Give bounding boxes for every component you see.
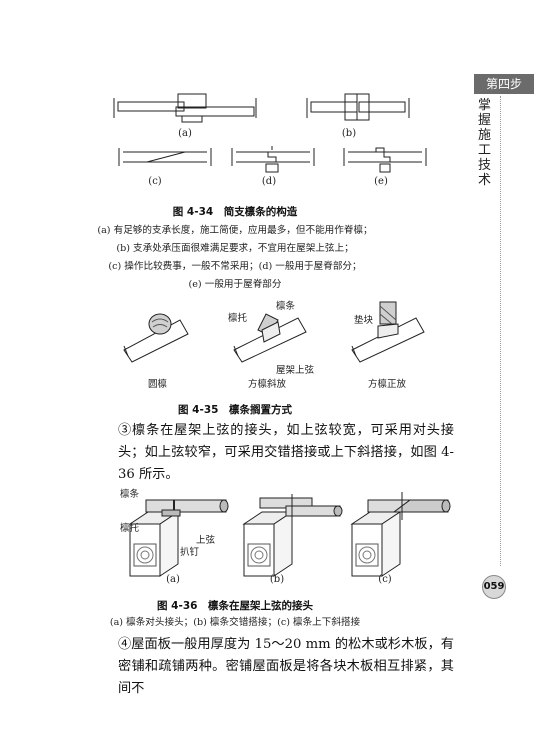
figure-4-34-e bbox=[340, 142, 430, 178]
figure-4-36-c bbox=[340, 486, 452, 582]
figure-4-36-note: (a) 檩条对头接头；(b) 檩条交错搭接；(c) 檩条上下斜搭接 bbox=[109, 617, 361, 628]
figure-4-35-anno-dian-kuai: 垫块 bbox=[354, 315, 374, 326]
figure-4-36-anno-shangxian: 上弦 bbox=[196, 535, 216, 546]
figure-4-34-d bbox=[228, 142, 318, 178]
figure-4-35-round-purlin bbox=[120, 306, 200, 366]
figure-4-36-b bbox=[232, 486, 344, 582]
paragraph-1: ③檩条在屋架上弦的接头，如上弦较宽，可采用对头接头；如上弦较窄，可采用交错搭接或… bbox=[118, 423, 454, 482]
figure-4-35-square-upright bbox=[348, 296, 438, 364]
figure-4-34-label-d: (d) bbox=[261, 176, 277, 187]
figure-4-34-note-2: (b) 支承处承压面很难满足要求，不宜用在屋架上弦上； bbox=[116, 243, 354, 254]
figure-4-34-label-b: (b) bbox=[341, 128, 357, 139]
figure-4-34-note-3: (c) 操作比较费事，一般不常采用；(d) 一般用于屋脊部分； bbox=[108, 261, 362, 272]
figure-4-34-note-4: (e) 一般用于屋脊部分 bbox=[188, 279, 282, 290]
figure-4-36-anno-pading: 扒钉 bbox=[180, 547, 200, 558]
figure-4-35-caption-upright: 方檩正放 bbox=[368, 379, 407, 390]
figure-4-35-caption-inclined: 方檩斜放 bbox=[248, 379, 287, 390]
page-number: 059 bbox=[482, 575, 506, 599]
chapter-tab: 第四步 bbox=[474, 74, 534, 94]
figure-4-36-label-c: (c) bbox=[378, 574, 392, 585]
figure-4-36-label-b: (b) bbox=[269, 574, 285, 585]
sidebar-dotted-rule bbox=[500, 96, 501, 566]
figure-4-35-caption-round: 圆檩 bbox=[148, 379, 168, 390]
chapter-vertical-title: 掌握施工技术 bbox=[478, 98, 492, 188]
figure-4-35-anno-wujia-shangxian: 屋架上弦 bbox=[276, 365, 315, 376]
figure-4-34-label-a: (a) bbox=[178, 128, 192, 139]
figure-4-36-label-a: (a) bbox=[166, 574, 180, 585]
figure-4-36-anno-linjiao: 檩条 bbox=[120, 489, 140, 500]
figure-4-34-a bbox=[110, 90, 260, 126]
figure-4-34-label-c: (c) bbox=[148, 176, 162, 187]
figure-4-34-caption: 图 4-34 简支檩条的构造 bbox=[172, 206, 298, 218]
figure-4-36-a bbox=[118, 486, 230, 582]
figure-4-36-anno-lintuo: 檩托 bbox=[120, 523, 140, 534]
figure-4-34-label-e: (e) bbox=[374, 176, 388, 187]
figure-4-34-b bbox=[303, 90, 413, 126]
figure-4-35-caption: 图 4-35 檩条搁置方式 bbox=[178, 404, 292, 416]
figure-4-36-caption: 图 4-36 檩条在屋架上弦的接头 bbox=[157, 600, 313, 612]
paragraph-2: ④屋面板一般用厚度为 15～20 mm 的松木或杉木板，有密铺和疏铺两种。密铺屋… bbox=[118, 637, 454, 696]
figure-4-34-c bbox=[115, 142, 215, 172]
figure-4-35-square-inclined bbox=[228, 300, 318, 364]
figure-4-34-note-1: (a) 有足够的支承长度，施工简便，应用最多，但不能用作脊檩； bbox=[97, 225, 373, 236]
figure-4-35-anno-linjiao: 檩条 bbox=[276, 301, 296, 312]
figure-4-35-anno-lintuo: 檩托 bbox=[228, 313, 248, 324]
